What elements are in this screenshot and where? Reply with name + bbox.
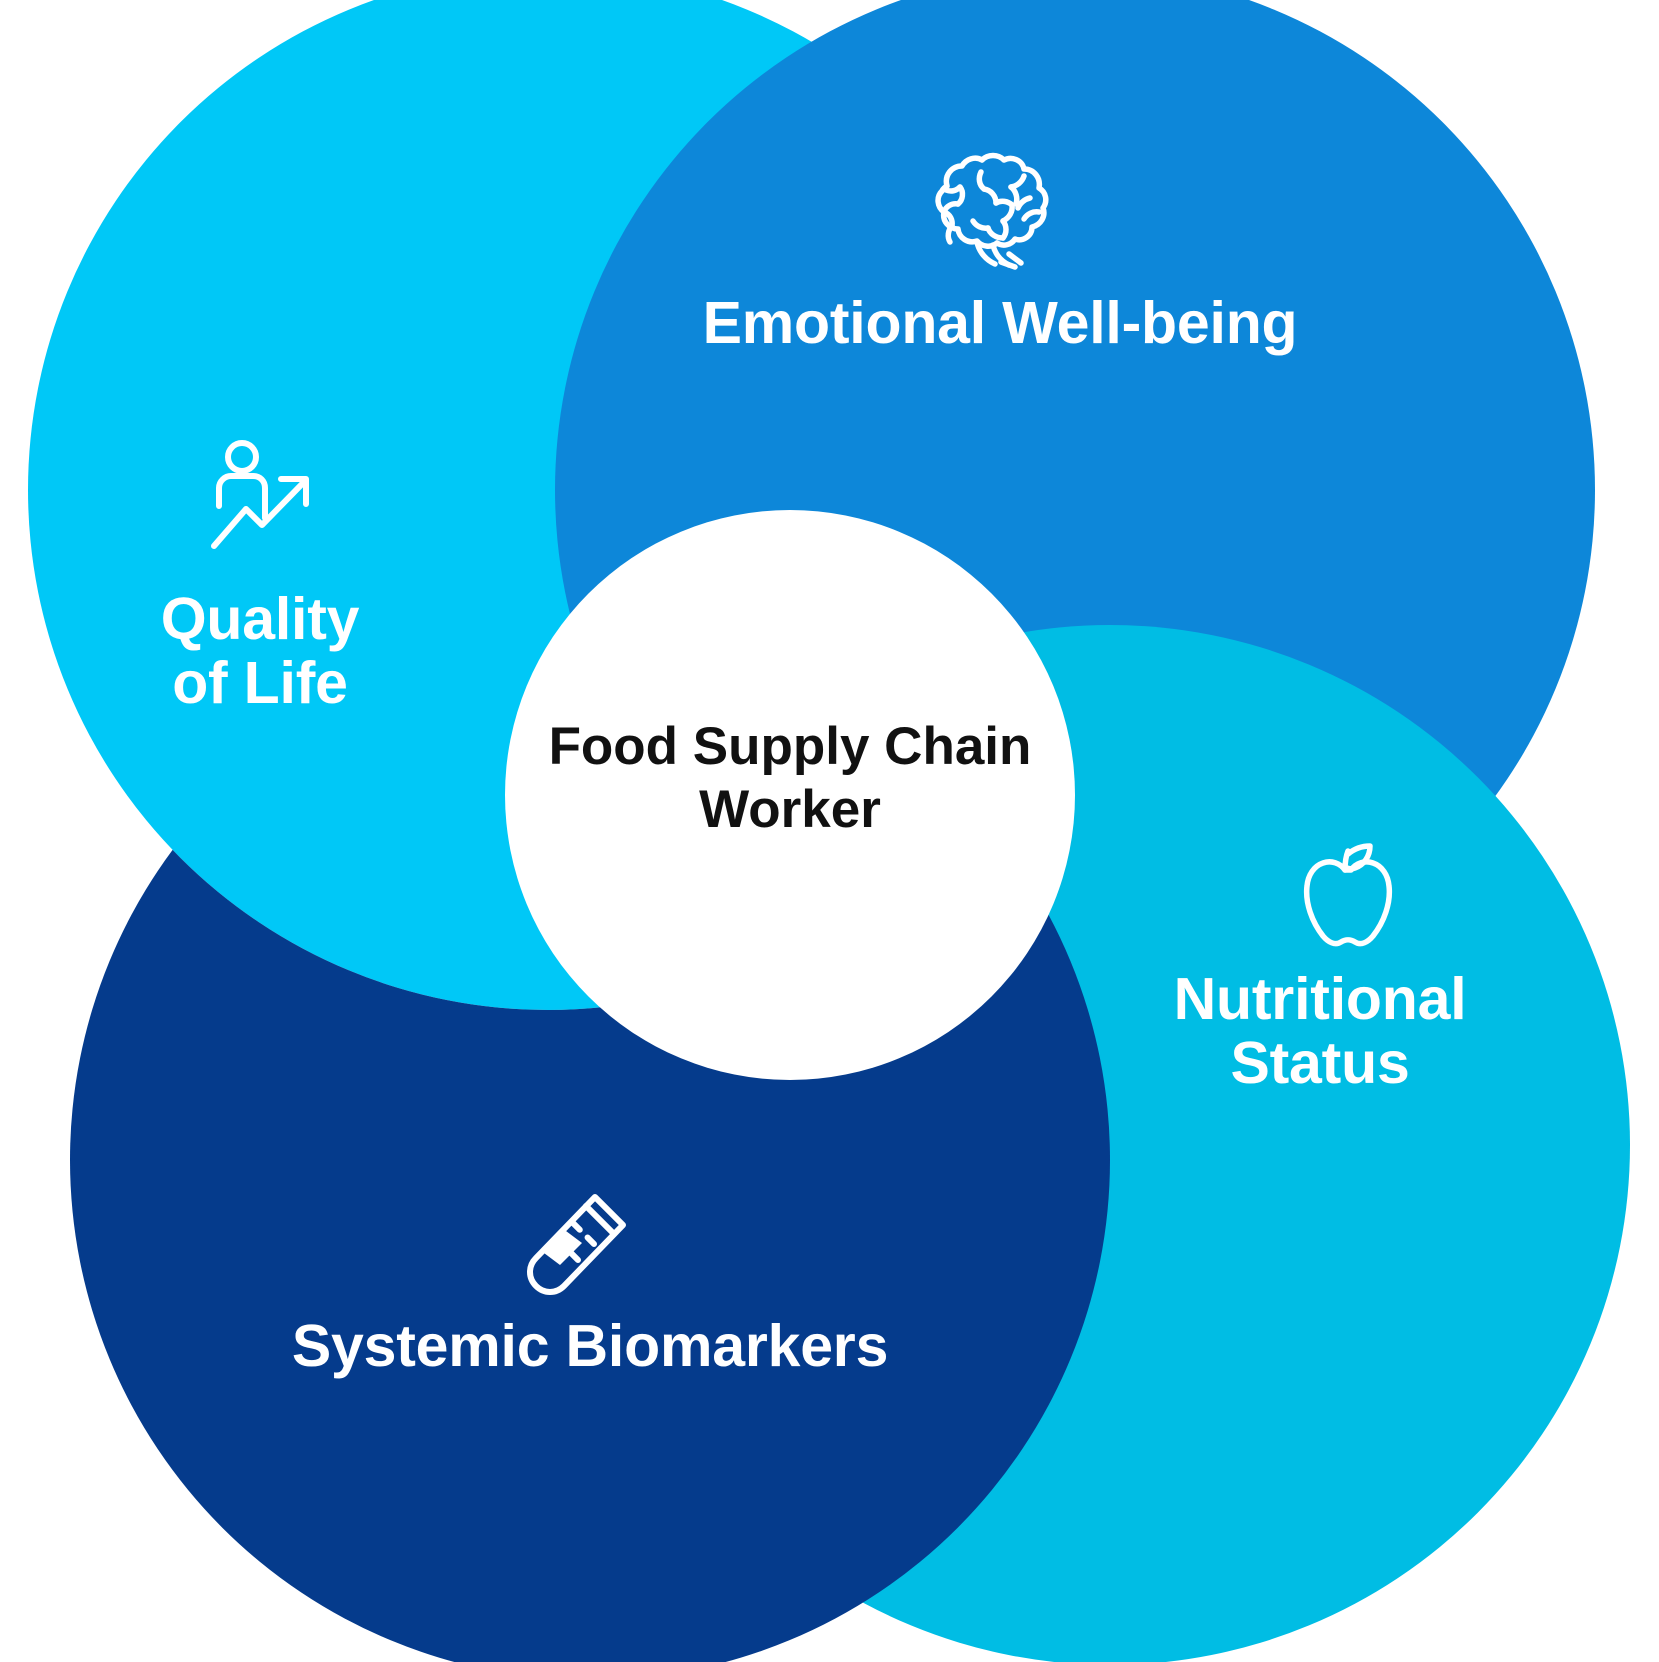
segment-label-emotional-wellbeing: Emotional Well-being [702,290,1298,356]
segment-label-quality-of-life: Quality of Life [160,586,360,716]
segment-label-nutritional-status: Nutritional Status [1173,966,1467,1096]
person-growth-icon [205,440,335,560]
center-hub-shape [505,510,1075,1080]
test-tube-icon [520,1185,640,1320]
apple-icon [1290,840,1400,963]
brain-icon [893,150,1063,290]
center-label: Food Supply Chain Worker [548,717,1032,839]
segment-label-systemic-biomarkers: Systemic Biomarkers [291,1313,889,1379]
